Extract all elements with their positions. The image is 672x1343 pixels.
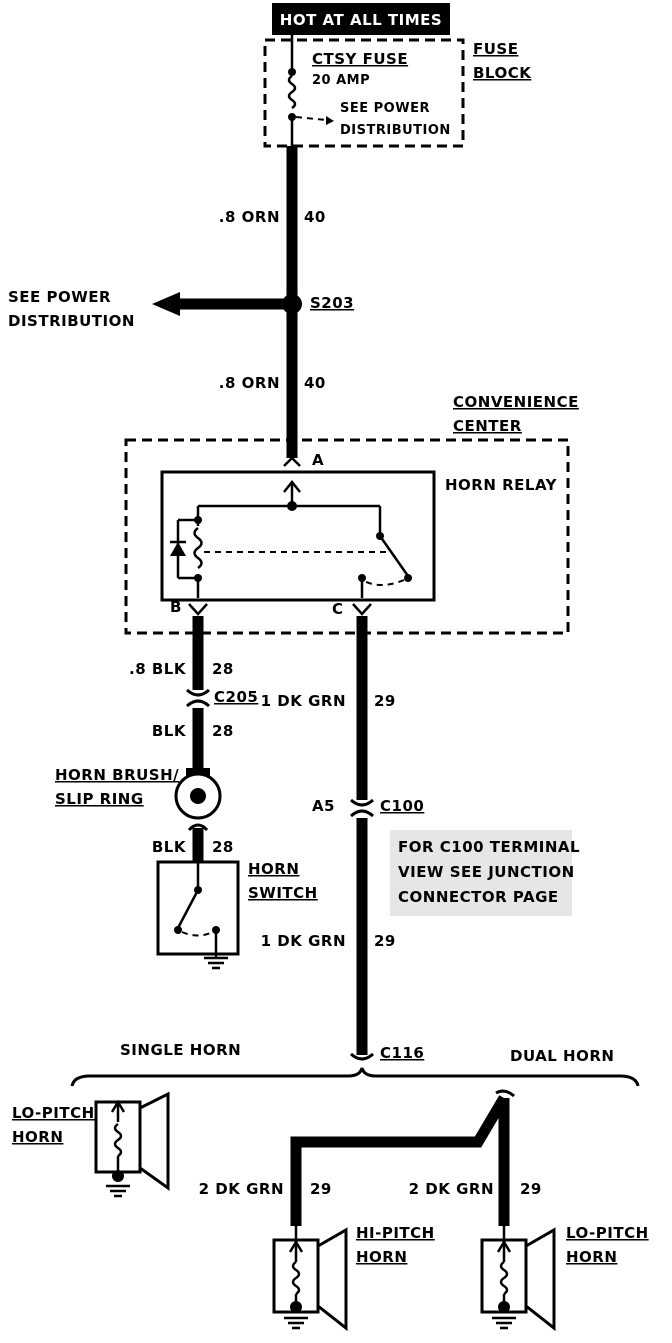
fuse-see-arrow-line — [295, 116, 327, 121]
relay-input-arrow-icon — [283, 479, 301, 493]
single-lo-line2: HORN — [12, 1128, 63, 1146]
c100-pin: A5 — [312, 797, 335, 815]
c100-connector-bottom — [349, 809, 375, 818]
horn-relay-label: HORN RELAY — [445, 476, 558, 494]
w1-circuit: 40 — [304, 208, 326, 226]
brush-connector-icon — [187, 823, 209, 832]
cc-label-line1: CONVENIENCE — [453, 393, 579, 411]
dual-lo-line2: HORN — [566, 1248, 617, 1266]
diode-icon — [170, 542, 186, 556]
w2-label: .8 ORN — [219, 374, 280, 392]
fuse-block-box — [263, 38, 465, 148]
c205-label: C205 — [214, 688, 258, 706]
dual-lo-pitch-horn-icon — [480, 1226, 556, 1332]
c205-connector-bottom — [185, 699, 211, 708]
c205-connector-top — [185, 688, 211, 697]
c100-connector-top — [349, 798, 375, 807]
w3-label: .8 BLK — [129, 660, 187, 678]
w4-circuit: 28 — [212, 722, 234, 740]
w8-circuit: 29 — [310, 1180, 332, 1198]
fuse-terminal-top — [288, 68, 296, 76]
w6-circuit: 29 — [374, 692, 396, 710]
note-box — [390, 830, 572, 916]
splice-arrow-icon — [152, 292, 180, 316]
c100-label: C100 — [380, 797, 424, 815]
c116-label: C116 — [380, 1044, 424, 1062]
switch-ground-icon — [204, 956, 228, 970]
c116-connector — [349, 1052, 375, 1061]
option-single: SINGLE HORN — [120, 1041, 241, 1059]
switch-travel — [181, 929, 217, 937]
w5-label: BLK — [152, 838, 187, 856]
fuse-see-line2: DISTRIBUTION — [340, 123, 451, 138]
w9-circuit: 29 — [520, 1180, 542, 1198]
relay-switch-path — [361, 579, 405, 586]
option-dual: DUAL HORN — [510, 1047, 614, 1065]
relay-switch-dot — [404, 574, 412, 582]
terminal-a-label: A — [312, 451, 324, 469]
switch-arm-icon — [176, 889, 200, 929]
slip-ring-hub — [190, 788, 206, 804]
hi-pitch-line1: HI-PITCH — [356, 1224, 435, 1242]
fuse-element-icon — [287, 74, 297, 110]
terminal-b-connector — [188, 603, 208, 616]
dkgrn-wire-hi-pitch — [290, 1095, 509, 1226]
horn-brush-line1: HORN BRUSH/ — [55, 766, 179, 784]
single-lo-horn-icon — [94, 1091, 170, 1198]
option-brace — [70, 1067, 640, 1087]
w3-circuit: 28 — [212, 660, 234, 678]
w4-label: BLK — [152, 722, 187, 740]
horn-relay-box — [160, 470, 436, 602]
relay-switch-arm — [378, 535, 410, 577]
fuse-see-line1: SEE POWER — [340, 101, 430, 116]
w7-label: 1 DK GRN — [261, 932, 346, 950]
note-line3: CONNECTOR PAGE — [398, 888, 559, 906]
fuse-name: CTSY FUSE — [312, 50, 408, 68]
horn-switch-line2: SWITCH — [248, 884, 318, 902]
fuse-block-line1: FUSE — [473, 40, 518, 58]
relay-coil-icon — [193, 526, 203, 570]
splice-name: S203 — [310, 294, 354, 312]
fuse-see-arrow-icon — [326, 116, 334, 125]
hi-pitch-horn-icon — [272, 1226, 348, 1332]
hot-banner — [272, 3, 450, 35]
slip-ring-mount — [186, 768, 210, 776]
single-lo-line1: LO-PITCH — [12, 1104, 95, 1122]
terminal-a-connector — [283, 456, 301, 467]
fuse-block-line2: BLOCK — [473, 64, 532, 82]
splice-see-line2: DISTRIBUTION — [8, 312, 135, 330]
horn-brush-line2: SLIP RING — [55, 790, 144, 808]
switch-dot-bottom — [174, 926, 182, 934]
w5-circuit: 28 — [212, 838, 234, 856]
w9-label: 2 DK GRN — [409, 1180, 494, 1198]
terminal-c-label: C — [332, 600, 344, 618]
dual-lo-line1: LO-PITCH — [566, 1224, 649, 1242]
cc-label-line2: CENTER — [453, 417, 522, 435]
w1-label: .8 ORN — [219, 208, 280, 226]
dual-connector-icon — [495, 1089, 515, 1098]
w7-circuit: 29 — [374, 932, 396, 950]
w8-label: 2 DK GRN — [199, 1180, 284, 1198]
w6-label: 1 DK GRN — [261, 692, 346, 710]
note-line1: FOR C100 TERMINAL — [398, 838, 580, 856]
splice-see-line1: SEE POWER — [8, 288, 111, 306]
hi-pitch-line2: HORN — [356, 1248, 407, 1266]
convenience-center-box — [124, 438, 570, 635]
note-line2: VIEW SEE JUNCTION — [398, 863, 575, 881]
horn-switch-line1: HORN — [248, 860, 299, 878]
terminal-c-connector — [352, 603, 372, 616]
fuse-rating: 20 AMP — [312, 73, 370, 88]
hot-label: HOT AT ALL TIMES — [280, 11, 442, 29]
terminal-b-label: B — [170, 598, 182, 616]
w2-circuit: 40 — [304, 374, 326, 392]
